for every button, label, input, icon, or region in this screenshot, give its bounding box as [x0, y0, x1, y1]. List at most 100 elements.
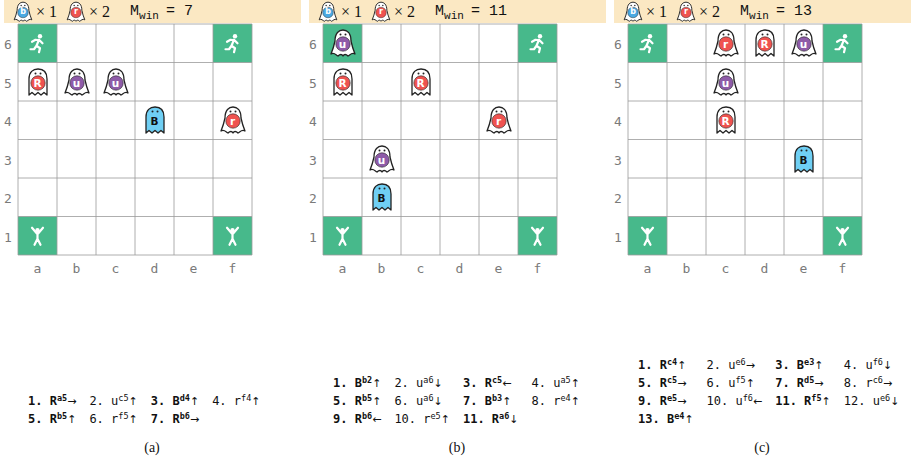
row-label-box: 6: [611, 35, 625, 53]
ghost-piece: B: [140, 104, 170, 136]
ghost-letter: u: [112, 77, 119, 89]
row-label: 3: [4, 153, 12, 168]
move-square: b6: [180, 411, 190, 421]
ghost-letter: u: [73, 77, 80, 89]
ghost-piece: R: [328, 66, 358, 98]
move-square: e4: [674, 411, 684, 421]
row-label-box: 3: [306, 151, 320, 169]
move-piece: 6. r: [89, 412, 118, 426]
column-label: a: [339, 261, 347, 276]
move: 11. Rf5↑: [775, 394, 831, 412]
move: 4. ua5↑: [532, 376, 580, 394]
ghost-letter: R: [33, 77, 41, 89]
move: 3. Be3↑: [775, 358, 831, 376]
grid-line: [18, 178, 252, 179]
subfigure-caption: (a): [144, 440, 160, 455]
ghost-letter: u: [722, 77, 729, 89]
row-label: 5: [614, 76, 622, 91]
header-text: M: [435, 3, 444, 20]
move-direction: →: [677, 395, 686, 408]
header-text: M: [740, 3, 749, 20]
column-label: d: [456, 261, 464, 276]
move: 11. Ra6↓: [463, 412, 519, 430]
row-label: 6: [614, 37, 622, 52]
header-text: win: [444, 10, 464, 22]
move-direction: ↓: [434, 395, 443, 408]
column-label: c: [112, 261, 120, 276]
header-text: = 11: [471, 3, 507, 20]
move-direction: ↑: [190, 395, 199, 408]
move-direction: ↑: [251, 395, 260, 408]
move-piece: 2. u: [707, 358, 736, 372]
row-label-box: 6: [306, 35, 320, 53]
move-square: c5: [667, 375, 677, 385]
move-direction: ↑: [372, 395, 381, 408]
move: 8. re4↑: [532, 394, 580, 412]
exit-falling-icon: [32, 228, 43, 245]
header-text: × 2: [699, 3, 720, 21]
move: 6. uf5↑: [707, 376, 763, 394]
ghost-letter: R: [338, 77, 346, 89]
move-piece: 7. R: [775, 376, 804, 390]
row-label-box: 1: [1, 228, 15, 246]
row-label-box: 3: [1, 151, 15, 169]
move-square: a5: [560, 375, 570, 385]
move-square: d4: [180, 393, 190, 403]
column-label: b: [683, 261, 691, 276]
grid-line: [628, 101, 862, 102]
column-label-box: e: [174, 259, 213, 277]
move-piece: 4. r: [212, 394, 241, 408]
column-label-box: e: [479, 259, 518, 277]
move-square: b5: [57, 411, 67, 421]
column-label-box: d: [135, 259, 174, 277]
ghost-icon: r: [65, 0, 87, 23]
exit-runner-icon: [226, 34, 238, 52]
move-direction: ←: [502, 377, 511, 390]
column-label: f: [229, 261, 237, 276]
column-label-box: c: [706, 259, 745, 277]
header-text: × 1: [36, 3, 57, 21]
grid-line: [628, 255, 862, 256]
exit-cell: [213, 217, 252, 256]
exit-falling-icon: [227, 228, 238, 245]
move-direction: ↓: [509, 413, 518, 426]
ghost-piece: u: [711, 66, 741, 98]
header-bar: b× 1r× 2Mwin= 13: [614, 0, 911, 23]
row-label-box: 5: [306, 74, 320, 92]
move-square: e5: [431, 411, 441, 421]
row-label-box: 5: [1, 74, 15, 92]
grid-line: [323, 101, 557, 102]
column-label: c: [722, 261, 730, 276]
column-label-box: e: [784, 259, 823, 277]
row-label-box: 4: [306, 112, 320, 130]
header-text: win: [749, 10, 769, 22]
move-piece: 1. R: [638, 358, 667, 372]
column-label: c: [417, 261, 425, 276]
ghost-piece: B: [367, 181, 397, 213]
exit-falling-icon: [642, 228, 653, 245]
subfigure-caption: (b): [449, 440, 465, 455]
column-label: a: [644, 261, 652, 276]
caption-box: (c): [742, 438, 782, 456]
ghost-piece: u: [101, 66, 131, 98]
move-piece: 3. B: [775, 358, 804, 372]
column-label-box: d: [745, 259, 784, 277]
ghost-letter: R: [721, 115, 729, 127]
column-label: a: [34, 261, 42, 276]
move-direction: ↑: [372, 377, 381, 390]
row-label: 1: [4, 230, 12, 245]
grid-line: [628, 139, 862, 140]
move-piece: 3. R: [463, 376, 492, 390]
move-piece: 3. B: [151, 394, 180, 408]
column-label-box: b: [57, 259, 96, 277]
move: 2. ue6→: [707, 358, 763, 376]
ghost-piece: R: [406, 66, 436, 98]
column-label: e: [190, 261, 198, 276]
move-piece: 6. u: [707, 376, 736, 390]
grid-line: [628, 216, 862, 217]
move-list: 1. Bb2↑2. ua6↓3. Rc5←4. ua5↑5. Rb5↑6. ua…: [333, 376, 580, 430]
row-label: 4: [614, 114, 622, 129]
move-piece: 10. u: [707, 394, 743, 408]
move-square: b2: [362, 375, 372, 385]
